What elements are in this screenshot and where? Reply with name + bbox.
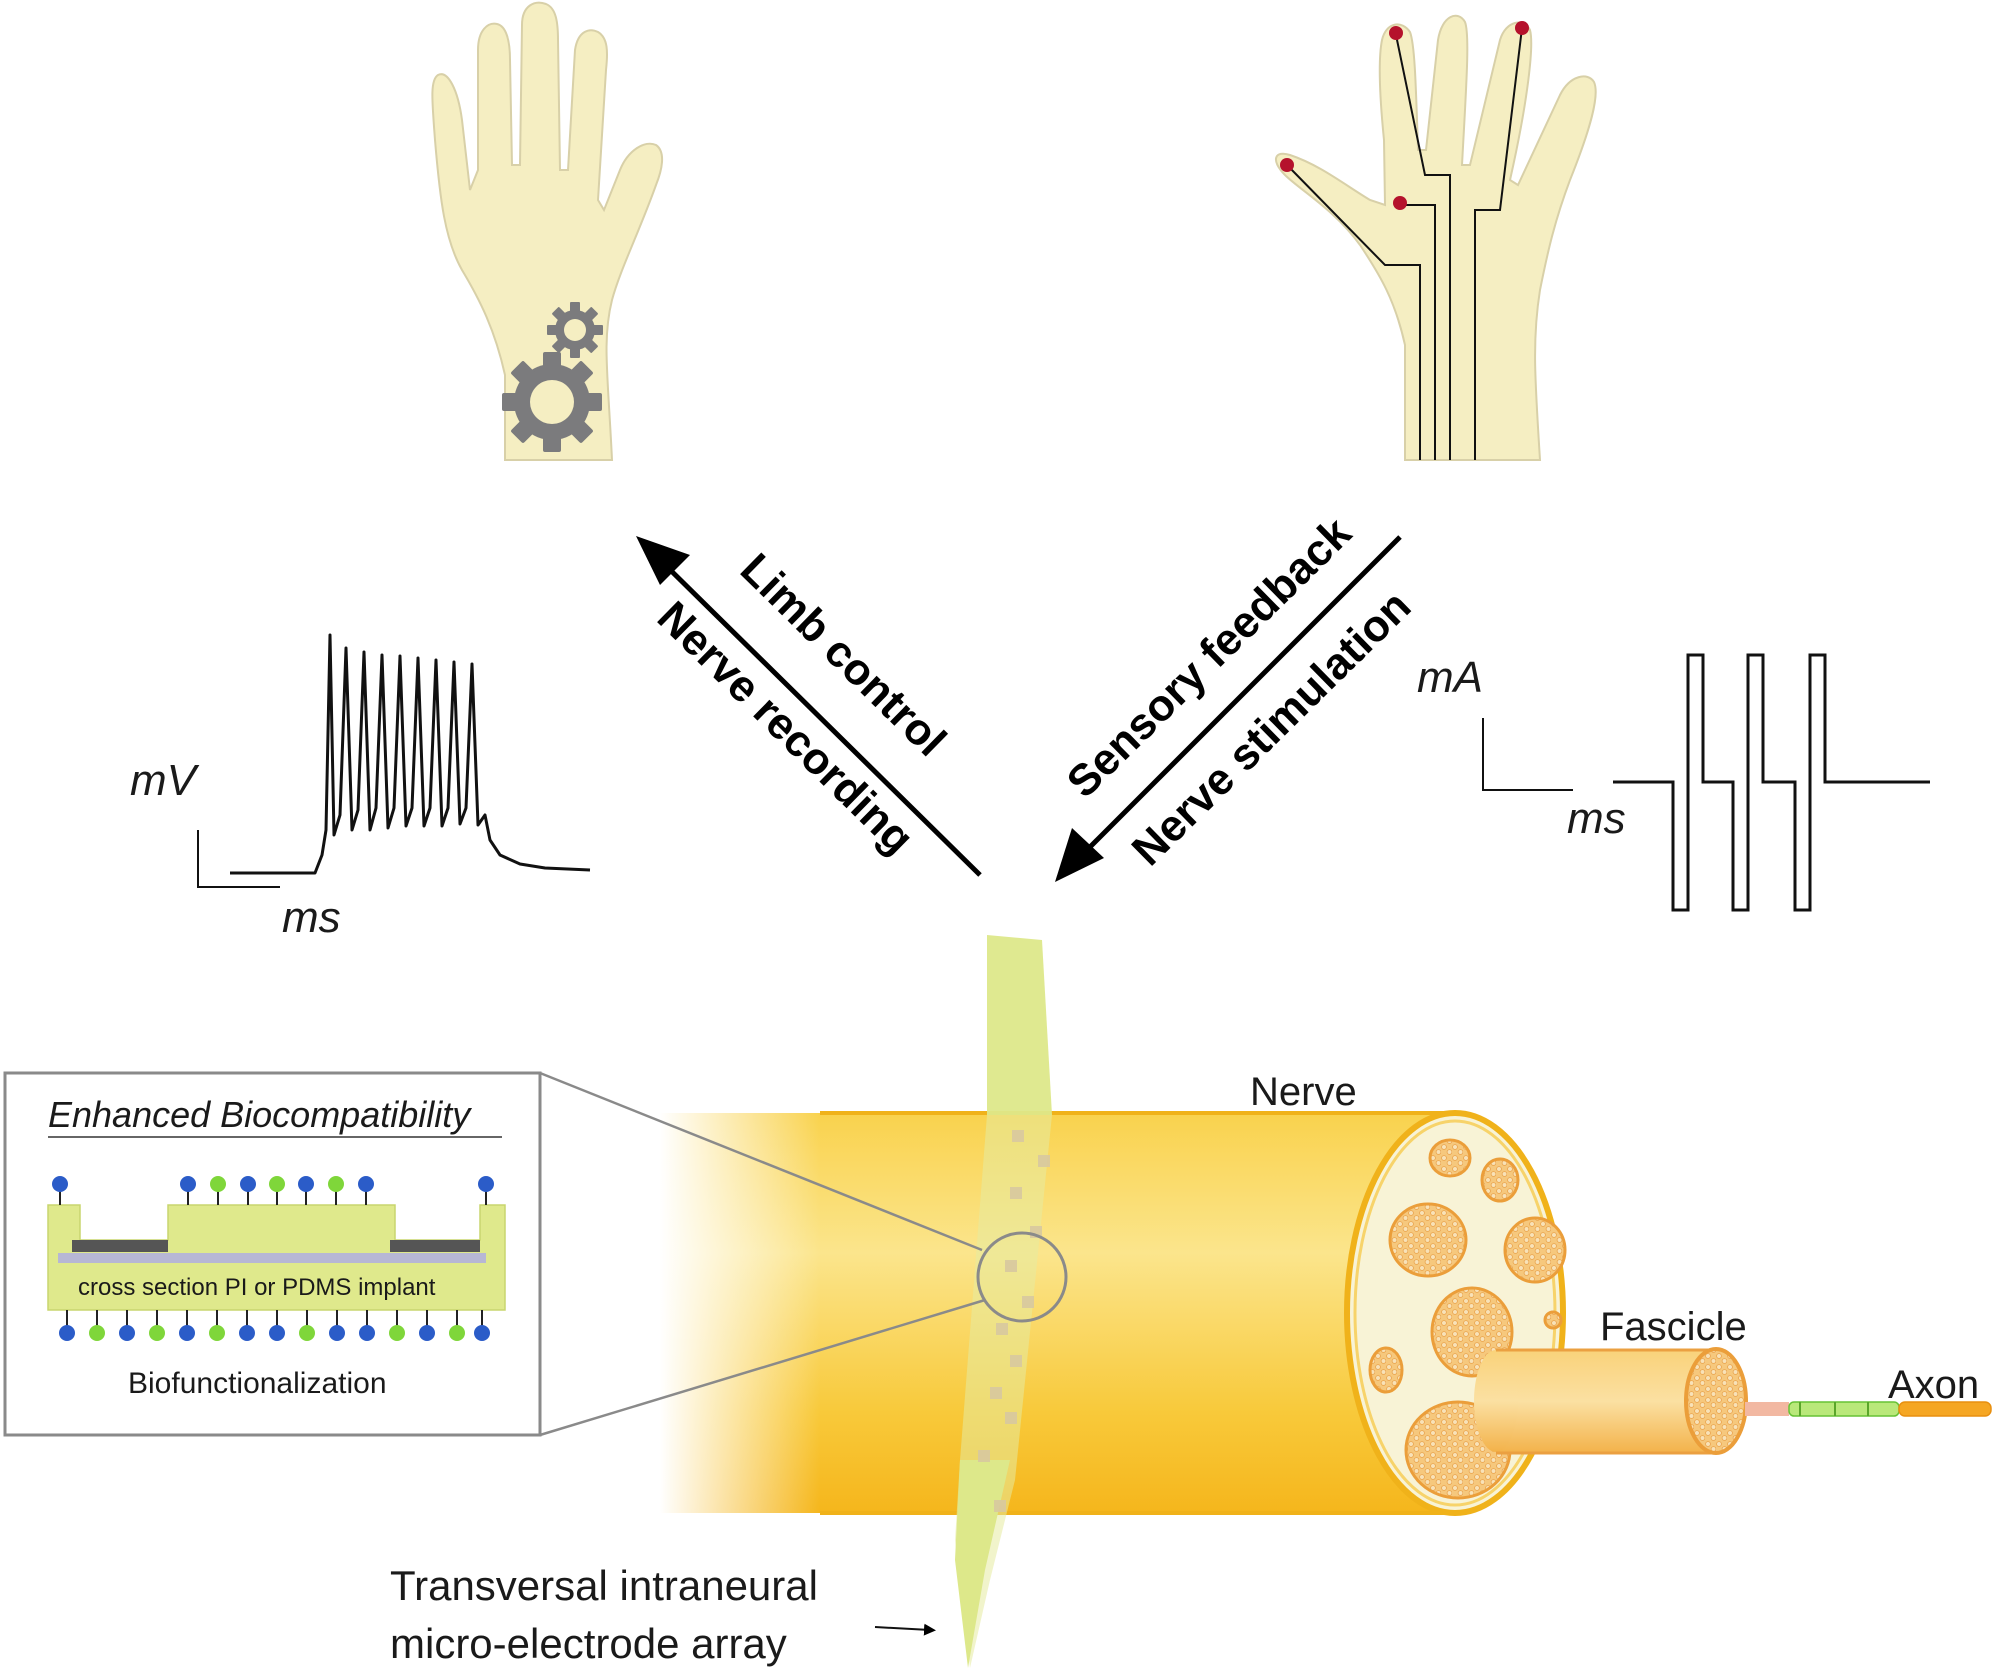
sensor-wires [1286, 27, 1523, 460]
electrode-label-line2: micro-electrode array [390, 1620, 787, 1667]
electrode-label-line1: Transversal intraneural [390, 1562, 818, 1609]
sensor-dot [1280, 158, 1294, 172]
sensor-dot [1515, 21, 1529, 35]
efferent-arrow [636, 536, 982, 877]
recording-y-unit: mV [130, 756, 200, 805]
large-gear-icon [502, 352, 602, 452]
electrode-sites [978, 1130, 1050, 1512]
inset-title: Enhanced Biocompatibility [48, 1094, 472, 1135]
surface-molecules-bottom [59, 1310, 490, 1341]
hand-with-sensors-icon [1275, 14, 1597, 461]
nerve-recording-label: Nerve recording [648, 592, 923, 863]
fascicle-tube [1474, 1347, 1748, 1455]
nerve-label: Nerve [1250, 1070, 1357, 1114]
nerve-recording-trace: mV ms [130, 633, 591, 942]
stimulation-x-unit: ms [1567, 794, 1626, 843]
biocompatibility-inset: Enhanced Biocompatibility cross section … [3, 1071, 542, 1437]
stimulation-y-unit: mA [1417, 653, 1483, 702]
sensor-dot [1389, 26, 1403, 40]
surface-molecules-top [52, 1176, 494, 1205]
sensor-dot [1393, 196, 1407, 210]
zoom-circle [976, 1231, 1068, 1323]
afferent-arrow [1055, 535, 1402, 882]
hand-with-gears-icon [431, 1, 663, 461]
nerve-cylinder [660, 1110, 1992, 1516]
nerve-stimulation-trace: mA ms [1417, 653, 1930, 912]
electrode-array [539, 935, 1068, 1668]
small-gear-icon [547, 302, 603, 358]
fascicle-label: Fascicle [1600, 1305, 1747, 1349]
axon-label: Axon [1888, 1363, 1979, 1407]
biofunctionalization-label: Biofunctionalization [128, 1367, 387, 1400]
recording-x-unit: ms [282, 893, 341, 942]
implant-label: cross section PI or PDMS implant [78, 1274, 436, 1301]
axon-strand [1745, 1401, 1992, 1417]
